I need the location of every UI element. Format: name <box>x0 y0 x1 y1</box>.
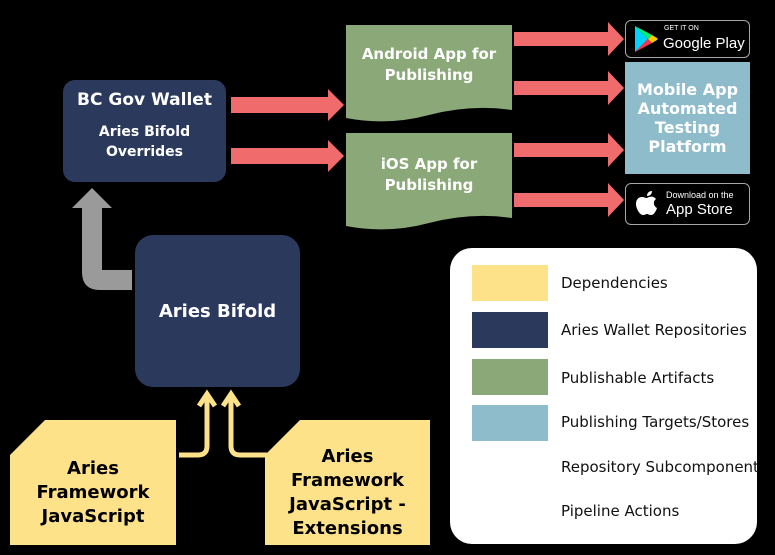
app-store-badge[interactable]: Download on the App Store <box>625 183 750 225</box>
bc-gov-wallet-box: BC Gov Wallet Aries Bifold Overrides <box>63 80 226 182</box>
afj-box: Aries Framework JavaScript <box>10 440 176 545</box>
google-play-big-text: Google Play <box>663 35 745 52</box>
pipeline-arrow-wallet-android <box>231 89 344 121</box>
google-play-badge[interactable]: GET IT ON Google Play <box>625 20 750 58</box>
ios-app-box: iOS App for Publishing <box>346 133 512 217</box>
legend-label-pipeline: Pipeline Actions <box>561 502 680 520</box>
pipeline-arrow-wallet-ios <box>231 140 344 172</box>
testing-platform-box: Mobile App Automated Testing Platform <box>625 62 750 174</box>
afj-ext-label: Aries Framework JavaScript - Extensions <box>289 445 406 539</box>
afj-ext-shape <box>265 420 430 545</box>
wallet-subtitle: Aries Bifold Overrides <box>98 124 191 160</box>
android-app-shape <box>346 25 512 122</box>
legend-swatch-repositories <box>472 312 548 348</box>
legend-swatch-artifacts <box>472 359 548 395</box>
legend-label-repositories: Aries Wallet Repositories <box>561 321 747 339</box>
legend-swatch-targets <box>472 405 548 441</box>
pipeline-arrow-ios-testing <box>514 133 624 167</box>
ios-app-shape <box>346 133 512 230</box>
aries-bifold-box: Aries Bifold <box>135 235 300 387</box>
afj-label: Aries Framework JavaScript <box>36 457 150 527</box>
legend-swatch-dependencies <box>472 265 548 301</box>
google-play-small-text: GET IT ON <box>664 25 699 32</box>
pipeline-arrow-android-testing <box>514 71 624 105</box>
wallet-title: BC Gov Wallet <box>77 90 212 110</box>
bifold-label: Aries Bifold <box>158 300 277 322</box>
subcomponent-arrow-bifold-wallet <box>72 188 132 290</box>
pipeline-arrow-ios-appstore <box>514 183 624 217</box>
android-app-label: Android App for Publishing <box>361 45 497 84</box>
dependency-arrow-afj-ext <box>220 389 267 458</box>
app-store-big-text: App Store <box>666 201 733 218</box>
legend-label-dependencies: Dependencies <box>561 274 668 292</box>
dependency-arrow-afj <box>179 389 218 458</box>
android-app-box: Android App for Publishing <box>346 25 512 105</box>
google-play-icon <box>635 26 658 52</box>
pipeline-arrow-android-play <box>514 22 624 56</box>
testing-platform-label: Mobile App Automated Testing Platform <box>636 80 739 156</box>
afj-shape <box>10 420 176 545</box>
app-store-small-text: Download on the <box>666 190 734 200</box>
apple-icon <box>636 191 657 215</box>
legend-label-targets: Publishing Targets/Stores <box>561 413 750 431</box>
afj-ext-box: Aries Framework JavaScript - Extensions <box>265 440 430 545</box>
legend-label-subcomponent: Repository Subcomponent <box>561 458 759 476</box>
legend-label-artifacts: Publishable Artifacts <box>561 369 715 387</box>
ios-app-label: iOS App for Publishing <box>380 155 478 194</box>
